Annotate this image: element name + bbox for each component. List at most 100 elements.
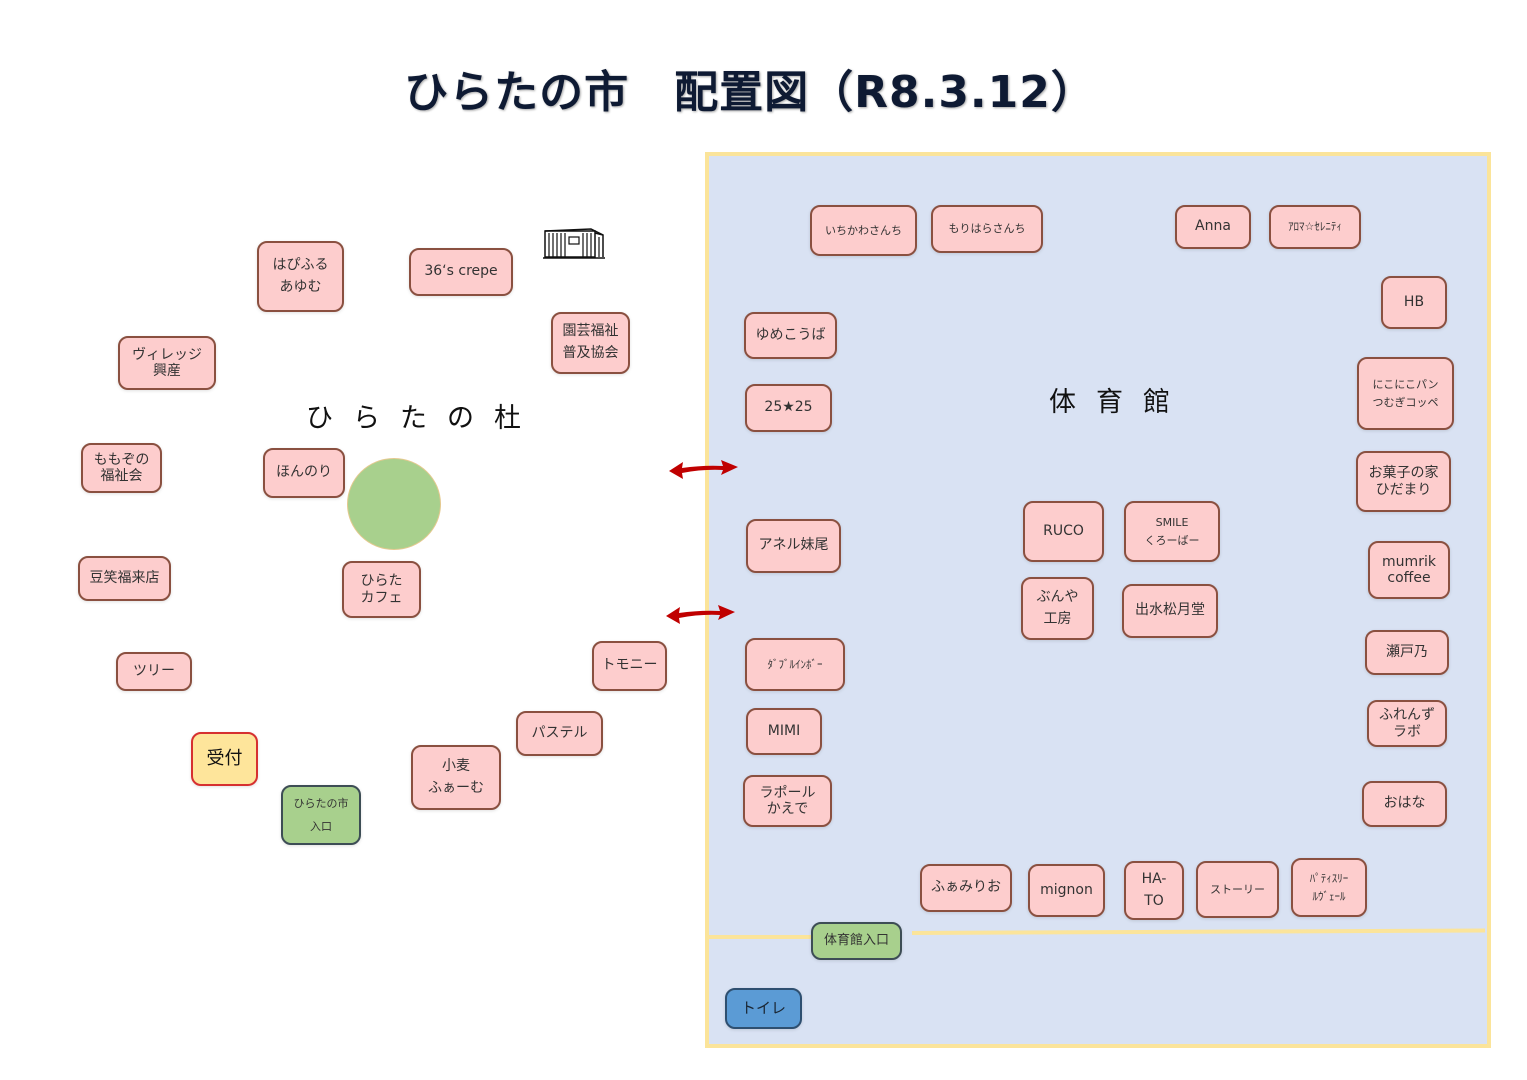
entrance-label: 入口 <box>310 820 332 833</box>
booth-hato[interactable]: HA- TO <box>1124 861 1184 920</box>
booth-label: ストーリー <box>1210 882 1265 896</box>
booth-anel-seno[interactable]: アネル妹尾 <box>746 519 841 573</box>
booth-label: あゆむ <box>279 278 322 295</box>
reception-label: 受付 <box>206 748 243 770</box>
toilet[interactable]: トイレ <box>725 988 802 1029</box>
booth-25star25[interactable]: 25★25 <box>745 384 832 432</box>
booth-label: coffee <box>1387 570 1431 586</box>
booth-label: ふれんず <box>1379 707 1435 724</box>
booth-label: はぴふる <box>272 256 329 273</box>
booth-label: かえで <box>766 801 809 817</box>
booth-mumrik-coffee[interactable]: mumrik coffee <box>1368 541 1450 599</box>
gym-entrance-label: 体育館入口 <box>823 932 889 948</box>
booth-label: ひだまり <box>1375 481 1432 498</box>
booth-ruco[interactable]: RUCO <box>1023 501 1104 562</box>
booth-label: SMILE <box>1155 516 1189 530</box>
page-title: ひらたの市 配置図（R8.3.12） <box>404 67 1096 118</box>
booth-label: ツリー <box>133 662 175 679</box>
market-entrance[interactable]: ひらたの市 入口 <box>281 785 361 845</box>
booth-ichikawa[interactable]: いちかわさんち <box>810 205 917 256</box>
booth-label: ﾙｳﾞｪｰﾙ <box>1312 889 1346 903</box>
booth-label: ﾊﾟﾃｨｽﾘｰ <box>1309 872 1349 886</box>
booth-anna[interactable]: Anna <box>1175 205 1251 249</box>
gym-divider <box>709 935 811 939</box>
booth-nikoniko-pan[interactable]: にこにこパン つむぎコッペ <box>1357 357 1454 430</box>
booth-label: ゆめこうば <box>755 326 826 343</box>
booth-label: RUCO <box>1043 522 1084 539</box>
booth-double-rainbow[interactable]: ﾀﾞﾌﾞﾙｲﾝﾎﾞｰ <box>745 638 845 691</box>
booth-label: つむぎコッペ <box>1372 395 1439 409</box>
gym-entrance[interactable]: 体育館入口 <box>811 922 902 960</box>
tree-circle <box>348 459 440 549</box>
booth-habifuru[interactable]: はぴふる あゆむ <box>257 241 344 312</box>
booth-komugi-farm[interactable]: 小麦 ふぁーむ <box>411 745 501 810</box>
booth-mameemi[interactable]: 豆笑福来店 <box>78 556 171 601</box>
booth-momozono[interactable]: ももぞの 福祉会 <box>81 443 162 493</box>
outdoor-area-label: ひらたの杜 <box>306 403 541 434</box>
booth-label: ラボ <box>1393 723 1421 740</box>
booth-label: 小麦 <box>442 757 470 774</box>
booth-label: カフェ <box>360 589 403 606</box>
booth-rapport-kaede[interactable]: ラポール かえで <box>743 775 832 827</box>
booth-label: Anna <box>1195 218 1231 235</box>
booth-hb[interactable]: HB <box>1381 276 1447 329</box>
booth-label: ヴィレッジ <box>132 346 202 363</box>
entrance-label: ひらたの市 <box>293 796 349 810</box>
booth-honnori[interactable]: ほんのり <box>263 448 345 498</box>
booth-label: 工房 <box>1043 610 1072 627</box>
booth-label: もりはらさんち <box>948 222 1026 236</box>
toilet-label: トイレ <box>740 998 786 1017</box>
booth-label: 園芸福祉 <box>562 323 619 340</box>
double-arrow-icon <box>669 460 738 479</box>
booth-patisserie-reveil[interactable]: ﾊﾟﾃｨｽﾘｰ ﾙｳﾞｪｰﾙ <box>1291 858 1367 917</box>
booth-36s-crepe[interactable]: 36‘s crepe <box>409 248 513 296</box>
reception-desk[interactable]: 受付 <box>191 732 258 786</box>
booth-setono[interactable]: 瀬戸乃 <box>1365 630 1449 675</box>
booth-label: 出水松月堂 <box>1135 602 1205 619</box>
booth-label: 福祉会 <box>100 468 143 484</box>
double-arrow-icon <box>666 605 735 624</box>
booth-yumekouba[interactable]: ゆめこうば <box>744 312 837 359</box>
booth-mignon[interactable]: mignon <box>1028 864 1105 917</box>
booth-label: 興産 <box>153 363 181 379</box>
booth-friends-lab[interactable]: ふれんず ラボ <box>1367 700 1447 747</box>
booth-pastel[interactable]: パステル <box>516 711 603 756</box>
booth-label: パステル <box>531 724 588 741</box>
booth-izumi-shougetsudou[interactable]: 出水松月堂 <box>1122 584 1218 638</box>
booth-bunya-koubou[interactable]: ぶんや 工房 <box>1021 577 1094 640</box>
booth-label: 36‘s crepe <box>424 263 498 280</box>
booth-label: ふぁーむ <box>428 779 484 796</box>
booth-hirata-cafe[interactable]: ひらた カフェ <box>342 561 421 618</box>
building-icon <box>543 228 605 259</box>
booth-smile-clover[interactable]: SMILE くろーばー <box>1124 501 1220 562</box>
booth-mimi[interactable]: MIMI <box>746 708 822 755</box>
booth-famirio[interactable]: ふぁみりお <box>920 864 1012 912</box>
booth-label: トモニー <box>601 657 658 674</box>
booth-label: ももぞの <box>93 451 150 468</box>
booth-label: HA- <box>1141 870 1167 887</box>
booth-label: ひらた <box>360 573 403 590</box>
booth-village-kousan[interactable]: ヴィレッジ 興産 <box>118 336 216 390</box>
booth-tomony[interactable]: トモニー <box>592 641 667 691</box>
booth-label: MIMI <box>767 722 801 739</box>
booth-label: ラポール <box>759 784 816 801</box>
booth-label: 25★25 <box>764 399 813 416</box>
booth-label: ほんのり <box>276 464 332 481</box>
booth-label: くろーばー <box>1144 533 1200 547</box>
booth-tree[interactable]: ツリー <box>116 652 192 691</box>
booth-okashi-hidamari[interactable]: お菓子の家 ひだまり <box>1356 451 1451 512</box>
booth-engei-fukushi[interactable]: 園芸福祉 普及協会 <box>551 312 630 374</box>
booth-label: ぶんや <box>1036 588 1079 605</box>
booth-morihara[interactable]: もりはらさんち <box>931 205 1043 253</box>
booth-label: お菓子の家 <box>1368 465 1439 482</box>
booth-label: mignon <box>1040 881 1093 898</box>
booth-label: にこにこパン <box>1372 378 1439 392</box>
booth-aroma-serenity[interactable]: ｱﾛﾏ☆ｾﾚﾆﾃｨ <box>1269 205 1361 249</box>
booth-label: HB <box>1403 293 1425 310</box>
booth-label: アネル妹尾 <box>758 537 829 554</box>
booth-label: ｱﾛﾏ☆ｾﾚﾆﾃｨ <box>1288 220 1342 234</box>
booth-story[interactable]: ストーリー <box>1196 861 1279 918</box>
booth-label: 豆笑福来店 <box>89 569 160 586</box>
booth-label: 瀬戸乃 <box>1386 643 1428 660</box>
booth-ohana[interactable]: おはな <box>1362 781 1447 827</box>
